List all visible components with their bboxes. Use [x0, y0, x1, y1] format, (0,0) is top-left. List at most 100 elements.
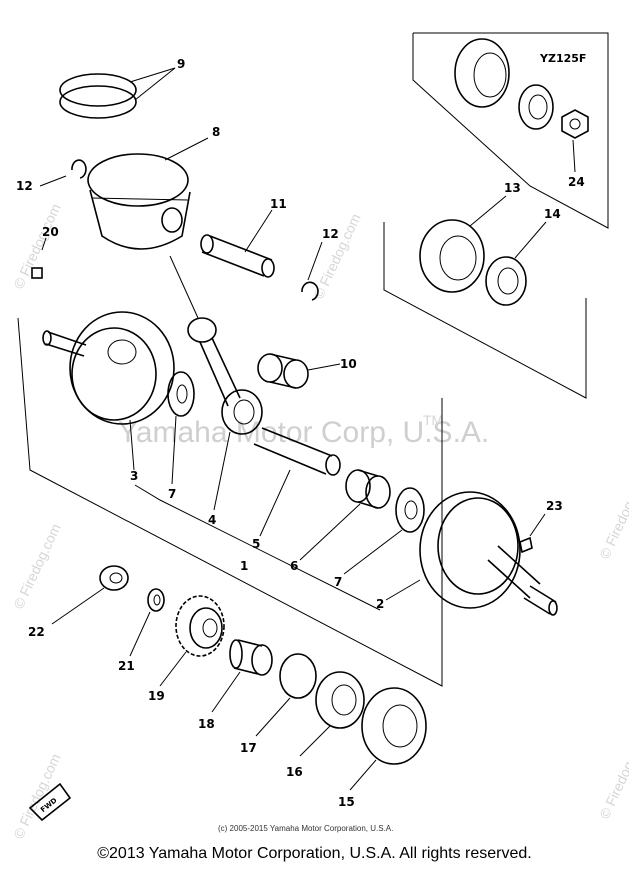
- washer-7-left: [167, 371, 195, 417]
- watermark-site-left-mid: © Firedog.com: [10, 521, 63, 611]
- watermark-main: Yamaha Motor Corp, U.S.A.: [118, 416, 489, 449]
- crank-pin-end: [325, 454, 341, 476]
- watermark-layer: Yamaha Motor Corp, U.S.A. TM © Firedog.c…: [10, 201, 629, 841]
- lead-24: [572, 139, 576, 173]
- label-5: 5: [252, 537, 260, 551]
- lead-23: [529, 513, 546, 537]
- bearing-15-outer: [361, 687, 427, 765]
- label-12-right: 12: [322, 227, 339, 241]
- conrod-beam: [199, 337, 241, 407]
- label-16: 16: [286, 765, 303, 779]
- piston-pin-clip-left: 12: [16, 159, 87, 193]
- label-22: 22: [28, 625, 45, 639]
- lead-17: [255, 697, 291, 737]
- yz125f-label: YZ125F: [539, 52, 586, 65]
- main-copyright: ©2013 Yamaha Motor Corporation, U.S.A. A…: [97, 845, 532, 862]
- washer-21-body: [147, 588, 165, 612]
- piston-ring-top: [59, 73, 137, 107]
- conrod-big-end: [221, 389, 263, 435]
- lead-13: [469, 195, 507, 227]
- bearing-15-inner: [382, 704, 418, 748]
- crank-shaft-right-end: [548, 600, 558, 616]
- washer-7-left-hole: [176, 384, 188, 404]
- seal-14-inner: [497, 267, 519, 295]
- o-ring-17-body: [279, 653, 317, 699]
- gear-19-hub: [189, 607, 223, 649]
- spacer-18-right: [251, 644, 273, 676]
- bearing-15: 15: [338, 687, 427, 809]
- label-4: 4: [208, 513, 216, 527]
- yz-oil-seal: [518, 84, 554, 130]
- lead-19: [159, 651, 187, 687]
- big-end-bearing: 6: [290, 469, 391, 573]
- lead-7-left: [171, 415, 177, 485]
- bearing-16-outer: [315, 671, 365, 729]
- o-ring-17: 17: [240, 653, 317, 755]
- label-7-right: 7: [334, 575, 342, 589]
- piston-pin-end-b: [261, 258, 275, 278]
- label-24: 24: [568, 175, 585, 189]
- crank-shaft-right: [487, 545, 541, 599]
- watermark-site-left-bottom: © Firedog.com: [10, 751, 63, 841]
- piston-skirt: [89, 189, 191, 250]
- crank-web-right-outer: [419, 491, 521, 609]
- lead-16: [299, 725, 331, 757]
- piston-ring-groove: [91, 197, 189, 201]
- bolt-20-head: [31, 267, 43, 279]
- piston-pin: 11: [200, 197, 287, 278]
- bearing-16-inner: [331, 684, 357, 716]
- piston-pin-end-a: [200, 234, 214, 254]
- label-12-left: 12: [16, 179, 33, 193]
- label-15: 15: [338, 795, 355, 809]
- lead-4: [213, 431, 231, 511]
- label-18: 18: [198, 717, 215, 731]
- piston-pin-clip-right: 12: [301, 227, 339, 301]
- bearing-16: 16: [286, 671, 365, 779]
- lead-8: [164, 137, 209, 161]
- yz-nut: [561, 109, 589, 139]
- conrod-big-end-hole: [233, 399, 255, 425]
- crank-shaft-thread: [523, 585, 557, 615]
- lead-piston-to-rod: [169, 255, 199, 319]
- lead-12-left: [39, 175, 67, 187]
- yz-oil-seal-inner: [528, 94, 548, 120]
- crank-pin: 5: [252, 427, 341, 551]
- spacer-18-left: [229, 639, 243, 669]
- crank-bracket-inner: [134, 484, 381, 611]
- crank-pin-body: [253, 427, 333, 475]
- crank-shaft-left: [45, 331, 87, 357]
- crank-web-left-hole: [107, 339, 137, 365]
- connecting-rod: 4: [169, 255, 263, 527]
- thrust-washer-left: 7: [167, 371, 195, 501]
- lead-3: [129, 419, 135, 471]
- spacer-18: 18: [198, 639, 273, 731]
- woodruff-key: 23: [519, 499, 563, 554]
- piston-crown: [87, 153, 189, 207]
- washer-7-right-hole: [404, 500, 418, 520]
- label-14: 14: [544, 207, 561, 221]
- lead-9a: [129, 67, 176, 83]
- lead-18: [211, 671, 241, 713]
- label-10: 10: [340, 357, 357, 371]
- lead-20: [41, 237, 47, 251]
- conrod-small-end: [187, 317, 217, 343]
- lead-7-right: [343, 529, 403, 575]
- lead-22: [51, 587, 105, 625]
- primary-drive-gear: 19: [148, 595, 225, 703]
- bearing-6-right: [365, 475, 391, 509]
- label-3: 3: [130, 469, 138, 483]
- yz-bearing-inner: [473, 52, 507, 98]
- piston-rings: 9: [59, 57, 185, 119]
- crank-assembly-bracket: [17, 317, 443, 687]
- crank-web-left: 3: [42, 311, 175, 483]
- bearing-bracket: [383, 222, 587, 399]
- small-end-bearing: 10: [257, 353, 357, 389]
- clip-12-right: [301, 281, 319, 301]
- watermark-tm: TM: [423, 412, 443, 428]
- crank-bracket-outer: [17, 317, 443, 687]
- bearing-10-right: [283, 359, 309, 389]
- label-9: 9: [177, 57, 185, 71]
- crank-shaft-left-end: [42, 330, 52, 346]
- bolt-20: 20: [31, 225, 59, 279]
- lead-6: [299, 503, 361, 561]
